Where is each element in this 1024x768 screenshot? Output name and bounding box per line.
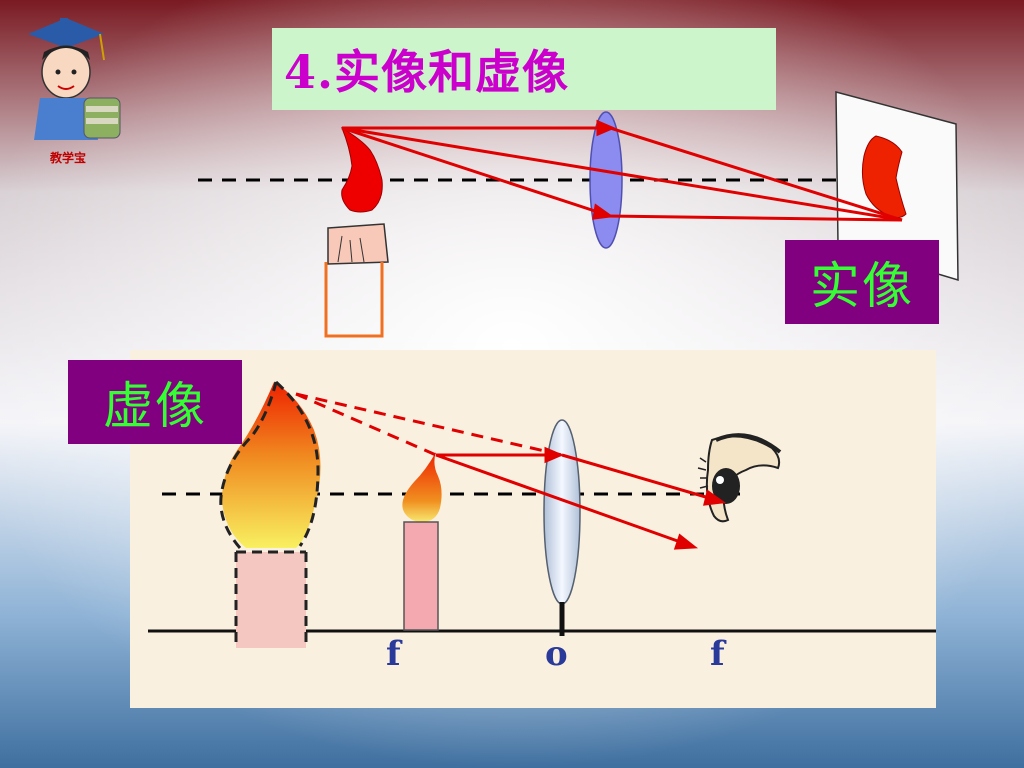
object-candle-top bbox=[327, 223, 389, 265]
logo-text: 教学宝 bbox=[50, 151, 87, 165]
optical-center-label: o bbox=[545, 634, 568, 674]
object-small-flame bbox=[402, 452, 442, 522]
virtual-image-label: 虚像 bbox=[103, 377, 207, 435]
eye-icon bbox=[697, 433, 782, 523]
object-small-candle bbox=[403, 521, 439, 631]
object-flame bbox=[340, 126, 383, 213]
focal-point-right-label: f bbox=[710, 634, 725, 674]
convex-lens-bottom bbox=[543, 419, 581, 605]
focal-point-left-label: f bbox=[386, 634, 401, 674]
page-title: 4.实像和虚像 bbox=[284, 45, 570, 99]
real-image-label: 实像 bbox=[810, 257, 914, 315]
object-candle-body bbox=[324, 262, 384, 338]
title-box: 4.实像和虚像 bbox=[272, 28, 776, 110]
virtual-image-candle bbox=[236, 552, 306, 648]
virtual-image-flame bbox=[222, 382, 321, 548]
real-image-label-box: 实像 bbox=[785, 240, 939, 324]
virtual-image-label-box: 虚像 bbox=[68, 360, 242, 444]
